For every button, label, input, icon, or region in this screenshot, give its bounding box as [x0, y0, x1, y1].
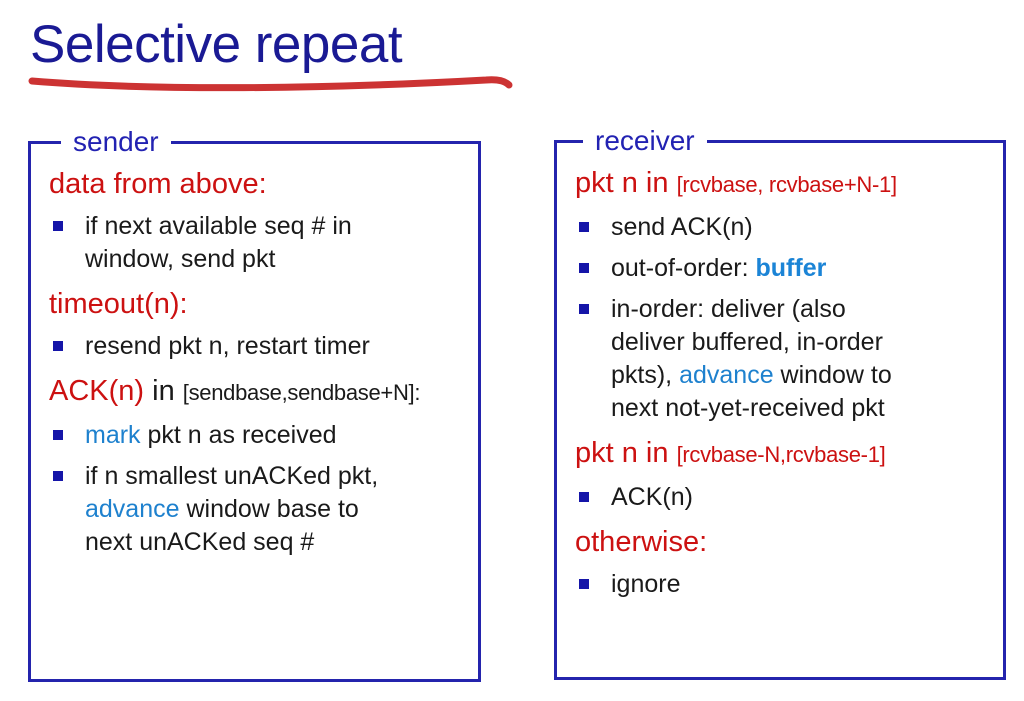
- section-heading: pkt n in [rcvbase, rcvbase+N-1]: [575, 165, 995, 203]
- bullet-square-icon: [579, 579, 589, 589]
- text-line: pkt n in [rcvbase, rcvbase+N-1]: [575, 165, 995, 203]
- text-run: window base to: [179, 495, 359, 523]
- bullet-item: if next available seq # in window, send p…: [49, 210, 470, 276]
- text-run: next unACKed seq #: [85, 528, 315, 556]
- text-line: advance window base to: [85, 493, 470, 526]
- bullet-item: send ACK(n): [575, 211, 995, 244]
- sender-panel-content: data from above: if next available seq # …: [31, 144, 478, 559]
- bullet-item: ignore: [575, 568, 995, 601]
- text-line: pkts), advance window to: [611, 359, 995, 392]
- text-run: pkt n as received: [140, 421, 337, 449]
- text-run: if n smallest unACKed pkt,: [85, 462, 379, 490]
- bullet-square-icon: [53, 430, 63, 440]
- sender-panel-label: sender: [61, 124, 171, 160]
- bullet-square-icon: [53, 341, 63, 351]
- text-line: in-order: deliver (also: [611, 293, 995, 326]
- text-line: otherwise:: [575, 524, 995, 560]
- text-run: window to: [773, 361, 892, 389]
- text-run: window, send pkt: [85, 245, 276, 273]
- text-line: data from above:: [49, 166, 470, 202]
- bullet-square-icon: [53, 221, 63, 231]
- text-run: next not-yet-received pkt: [611, 394, 885, 422]
- section-heading: data from above:: [49, 166, 470, 202]
- text-line: next not-yet-received pkt: [611, 392, 995, 425]
- text-line: timeout(n):: [49, 286, 470, 322]
- text-run: mark: [85, 421, 141, 449]
- text-line: window, send pkt: [85, 243, 470, 276]
- receiver-panel-content: pkt n in [rcvbase, rcvbase+N-1] send ACK(…: [557, 143, 1003, 601]
- text-line: resend pkt n, restart timer: [85, 330, 470, 363]
- text-line: ACK(n) in [sendbase,sendbase+N]:: [49, 373, 470, 411]
- text-line: send ACK(n): [611, 211, 995, 244]
- section-heading: ACK(n) in [sendbase,sendbase+N]:: [49, 373, 470, 411]
- bullet-item: mark pkt n as received: [49, 419, 470, 452]
- text-run: resend pkt n, restart timer: [85, 332, 370, 360]
- text-run: send ACK(n): [611, 213, 753, 241]
- text-run: data from above:: [49, 168, 267, 200]
- text-run: ACK(n): [49, 375, 145, 407]
- receiver-panel-label: receiver: [583, 123, 707, 159]
- text-line: if next available seq # in: [85, 210, 470, 243]
- text-run: ACK(n): [611, 483, 693, 511]
- text-run: pkt n in: [575, 167, 677, 199]
- text-run: pkt n in: [575, 437, 677, 469]
- bullet-square-icon: [53, 471, 63, 481]
- text-line: if n smallest unACKed pkt,: [85, 460, 470, 493]
- text-run: deliver buffered, in-order: [611, 328, 883, 356]
- bullet-square-icon: [579, 222, 589, 232]
- section-heading: otherwise:: [575, 524, 995, 560]
- text-line: ignore: [611, 568, 995, 601]
- text-run: advance: [85, 495, 180, 523]
- bullet-item: if n smallest unACKed pkt, advance window…: [49, 460, 470, 559]
- text-line: out-of-order: buffer: [611, 252, 995, 285]
- receiver-panel: receiver pkt n in [rcvbase, rcvbase+N-1]…: [554, 123, 1006, 680]
- sender-panel: sender data from above: if next available…: [28, 124, 481, 682]
- text-run: buffer: [755, 254, 827, 282]
- text-run: otherwise:: [575, 526, 708, 558]
- bullet-item: resend pkt n, restart timer: [49, 330, 470, 363]
- text-run: out-of-order:: [611, 254, 756, 282]
- text-run: timeout(n):: [49, 288, 188, 320]
- section-heading: pkt n in [rcvbase-N,rcvbase-1]: [575, 435, 995, 473]
- text-run: [rcvbase, rcvbase+N-1]: [676, 172, 898, 197]
- text-run: in: [144, 375, 183, 407]
- bullet-item: in-order: deliver (also deliver buffered,…: [575, 293, 995, 425]
- title-underline-stroke: [28, 76, 513, 92]
- text-run: in-order: deliver (also: [611, 295, 846, 323]
- text-line: ACK(n): [611, 481, 995, 514]
- text-run: pkts),: [611, 361, 680, 389]
- text-run: [sendbase,sendbase+N]:: [182, 380, 421, 405]
- text-run: advance: [679, 361, 774, 389]
- bullet-item: out-of-order: buffer: [575, 252, 995, 285]
- text-run: ignore: [611, 570, 681, 598]
- bullet-square-icon: [579, 263, 589, 273]
- text-line: next unACKed seq #: [85, 526, 470, 559]
- text-line: pkt n in [rcvbase-N,rcvbase-1]: [575, 435, 995, 473]
- bullet-square-icon: [579, 492, 589, 502]
- text-line: mark pkt n as received: [85, 419, 470, 452]
- bullet-item: ACK(n): [575, 481, 995, 514]
- text-line: deliver buffered, in-order: [611, 326, 995, 359]
- text-run: [rcvbase-N,rcvbase-1]: [676, 442, 886, 467]
- text-run: if next available seq # in: [85, 212, 352, 240]
- section-heading: timeout(n):: [49, 286, 470, 322]
- bullet-square-icon: [579, 304, 589, 314]
- page-title: Selective repeat: [30, 15, 403, 74]
